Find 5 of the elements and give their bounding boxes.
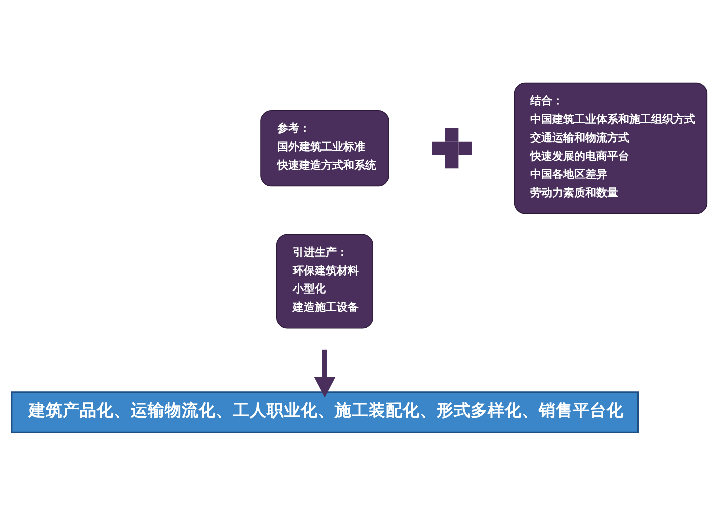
node-box: 结合： 中国建筑工业体系和施工组织方式 交通运输和物流方式 快速发展的电商平台 中国各地区差异 劳动力素质和数量 (514, 82, 708, 214)
node-box: 参考： 国外建筑工业标准 快速建造方式和系统 (260, 110, 390, 186)
arrow (314, 349, 336, 398)
node-box: 建筑产品化、运输物流化、工人职业化、施工装配化、形式多样化、销售平台化 (11, 391, 639, 433)
node-box: 引进生产： 环保建筑材料 小型化 建造施工设备 (276, 234, 374, 328)
